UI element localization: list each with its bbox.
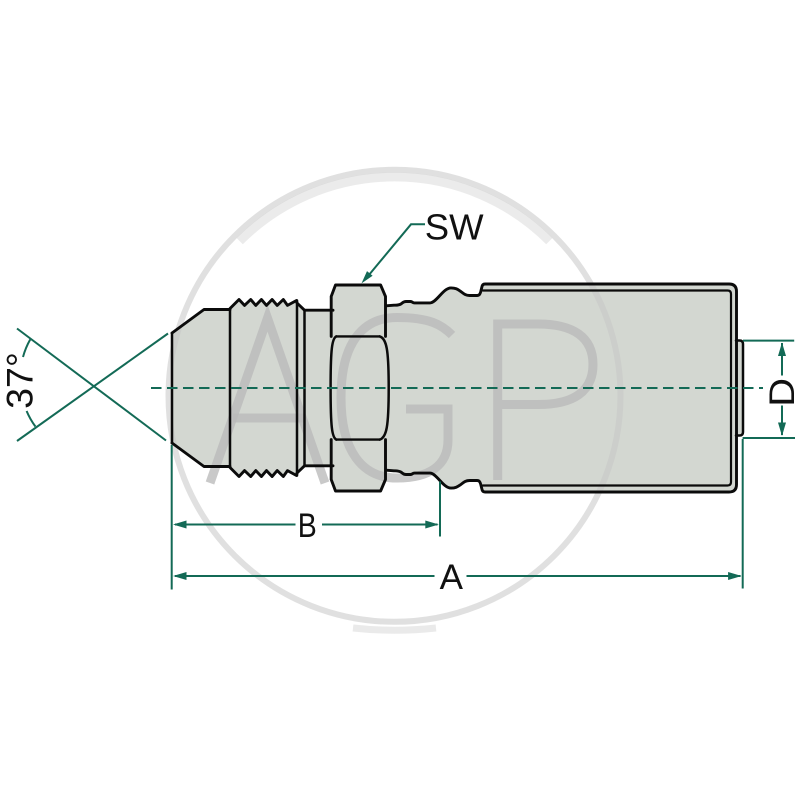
svg-text:SW: SW xyxy=(425,206,484,247)
svg-text:A: A xyxy=(440,558,464,597)
svg-text:B: B xyxy=(298,507,317,545)
svg-text:D: D xyxy=(762,378,800,407)
svg-text:37°: 37° xyxy=(0,352,40,409)
